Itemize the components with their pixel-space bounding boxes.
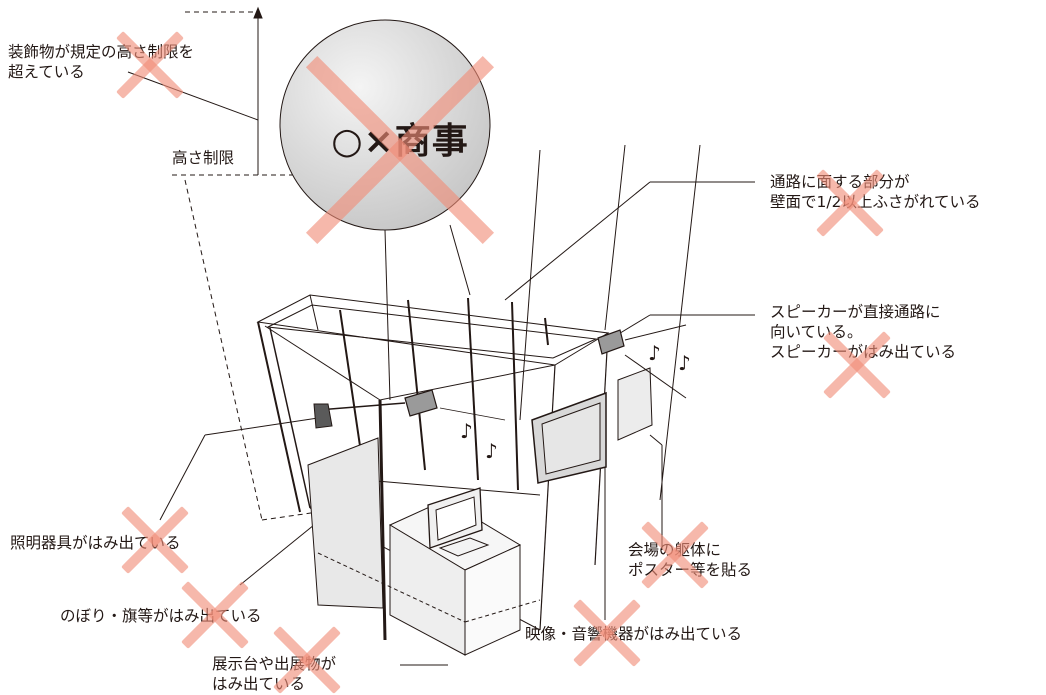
label-passage-walls: 通路に面する部分が 壁面で1/2以上ふさがれている [770, 172, 980, 212]
label-line: はみ出ている [212, 675, 306, 693]
label-line: 展示台や出展物が [212, 655, 337, 673]
label-line: スピーカーが直接通路に [770, 303, 941, 321]
label-line: 装飾物が規定の高さ制限を [8, 43, 195, 61]
leader-poster [649, 434, 663, 446]
music-note-icon: ♪ [485, 439, 498, 463]
balloon-tether-4 [604, 144, 626, 331]
label-av-equipment: 映像・音響機器がはみ出ている [525, 625, 743, 643]
balloon-tether-5 [659, 144, 701, 501]
label-line: ポスター等を貼る [628, 561, 753, 579]
speaker-icon [597, 329, 625, 355]
leader-decoration [127, 71, 259, 121]
label-poster: 会場の躯体に ポスター等を貼る [628, 540, 752, 580]
balloon-company-name: ○×商事 [331, 121, 469, 162]
arrow-up-icon [253, 6, 263, 19]
booth-post-front-left [257, 321, 301, 513]
label-line: 向いている。 [770, 323, 863, 341]
music-note-icon: ♪ [648, 341, 661, 365]
spotlight-icon [313, 403, 333, 429]
height-limit-guide [184, 179, 263, 521]
poster-on-structure [617, 367, 653, 441]
label-line: スピーカーがはみ出ている [770, 343, 957, 361]
balloon-tether-1 [384, 229, 391, 401]
label-lighting: 照明器具がはみ出ている [10, 534, 181, 552]
booth-post-front [378, 399, 387, 641]
music-note-icon: ♪ [678, 351, 691, 375]
balloon-tether-2 [449, 224, 471, 296]
music-note-icon: ♪ [460, 419, 473, 443]
label-decoration-exceeds-height: 装飾物が規定の高さ制限を 超えている [8, 42, 194, 82]
leader-lighting [159, 434, 206, 521]
label-line: 超えている [8, 63, 85, 81]
label-banner: のぼり・旗等がはみ出ている [60, 607, 262, 625]
banner-flag [307, 437, 384, 609]
label-display-stand: 展示台や出展物が はみ出ている [212, 654, 336, 694]
label-line: 通路に面する部分が [770, 173, 910, 191]
speaker-icon [404, 389, 438, 417]
label-line: 会場の躯体に [628, 541, 722, 559]
label-height-limit: 高さ制限 [172, 149, 235, 167]
label-line: 壁面で1/2以上ふさがれている [770, 193, 981, 211]
label-speaker: スピーカーが直接通路に 向いている。 スピーカーがはみ出ている [770, 302, 956, 362]
balloon-tether-3 [519, 149, 541, 421]
